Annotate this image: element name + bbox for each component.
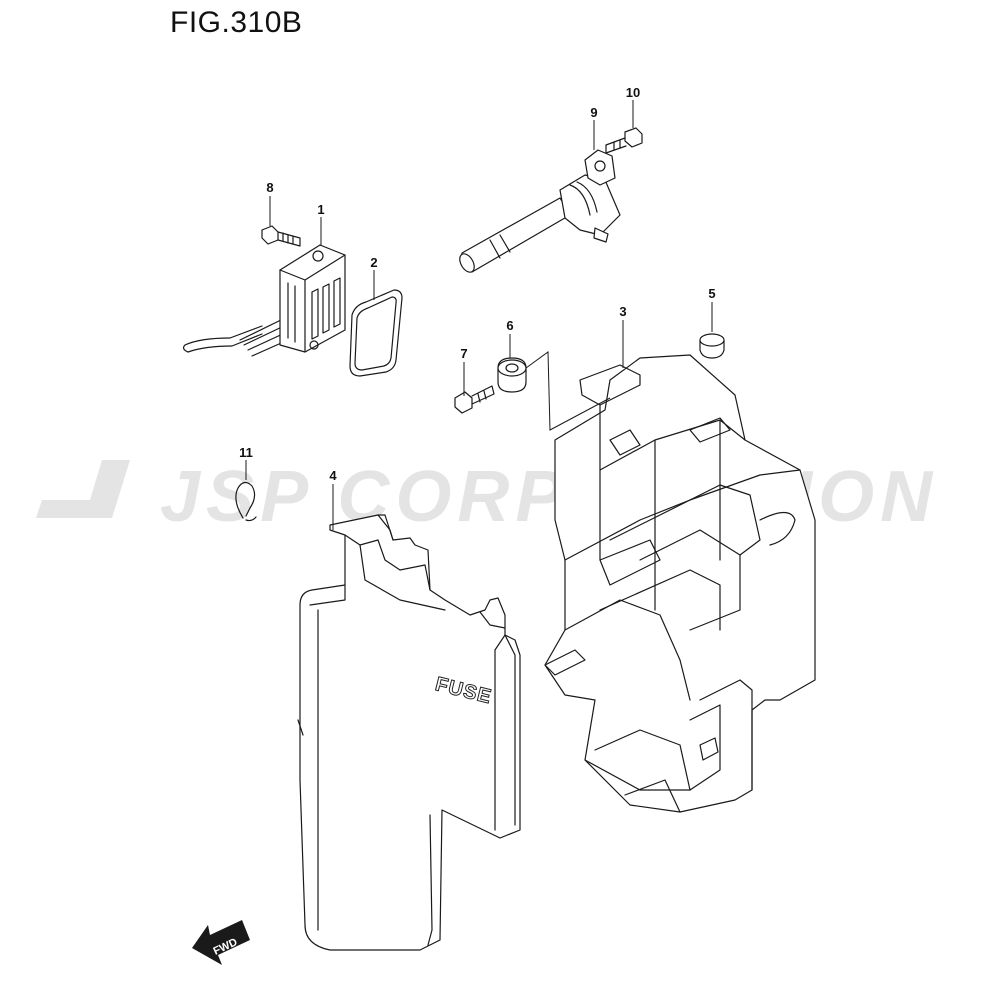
cap-part[interactable] [699,333,725,359]
grommet-part[interactable] [497,357,527,393]
callout-leaders [245,100,713,530]
fuse-box-bracket-part[interactable] [544,354,816,813]
callout-7: 7 [460,346,467,361]
callout-11: 11 [239,445,253,460]
figure-title: FIG.310B [170,6,303,39]
ignition-coil-part[interactable] [457,149,621,275]
bolt-part-7[interactable] [454,385,495,414]
callout-4: 4 [329,468,337,483]
clip-part[interactable] [235,481,257,522]
gasket-part[interactable] [349,289,403,377]
callout-3: 3 [619,304,626,319]
callout-10: 10 [626,85,640,100]
bolt-part-8[interactable] [261,225,301,247]
callout-5: 5 [708,286,715,301]
callout-8: 8 [266,180,273,195]
fwd-arrow-icon: FWD [192,920,250,965]
regulator-part[interactable] [182,244,346,357]
bolt-part-10[interactable] [605,127,643,154]
callout-9: 9 [590,105,597,120]
callout-2: 2 [370,255,377,270]
callout-6: 6 [506,318,513,333]
callout-1: 1 [317,202,324,217]
fuse-box-cover-part[interactable] [297,514,521,951]
